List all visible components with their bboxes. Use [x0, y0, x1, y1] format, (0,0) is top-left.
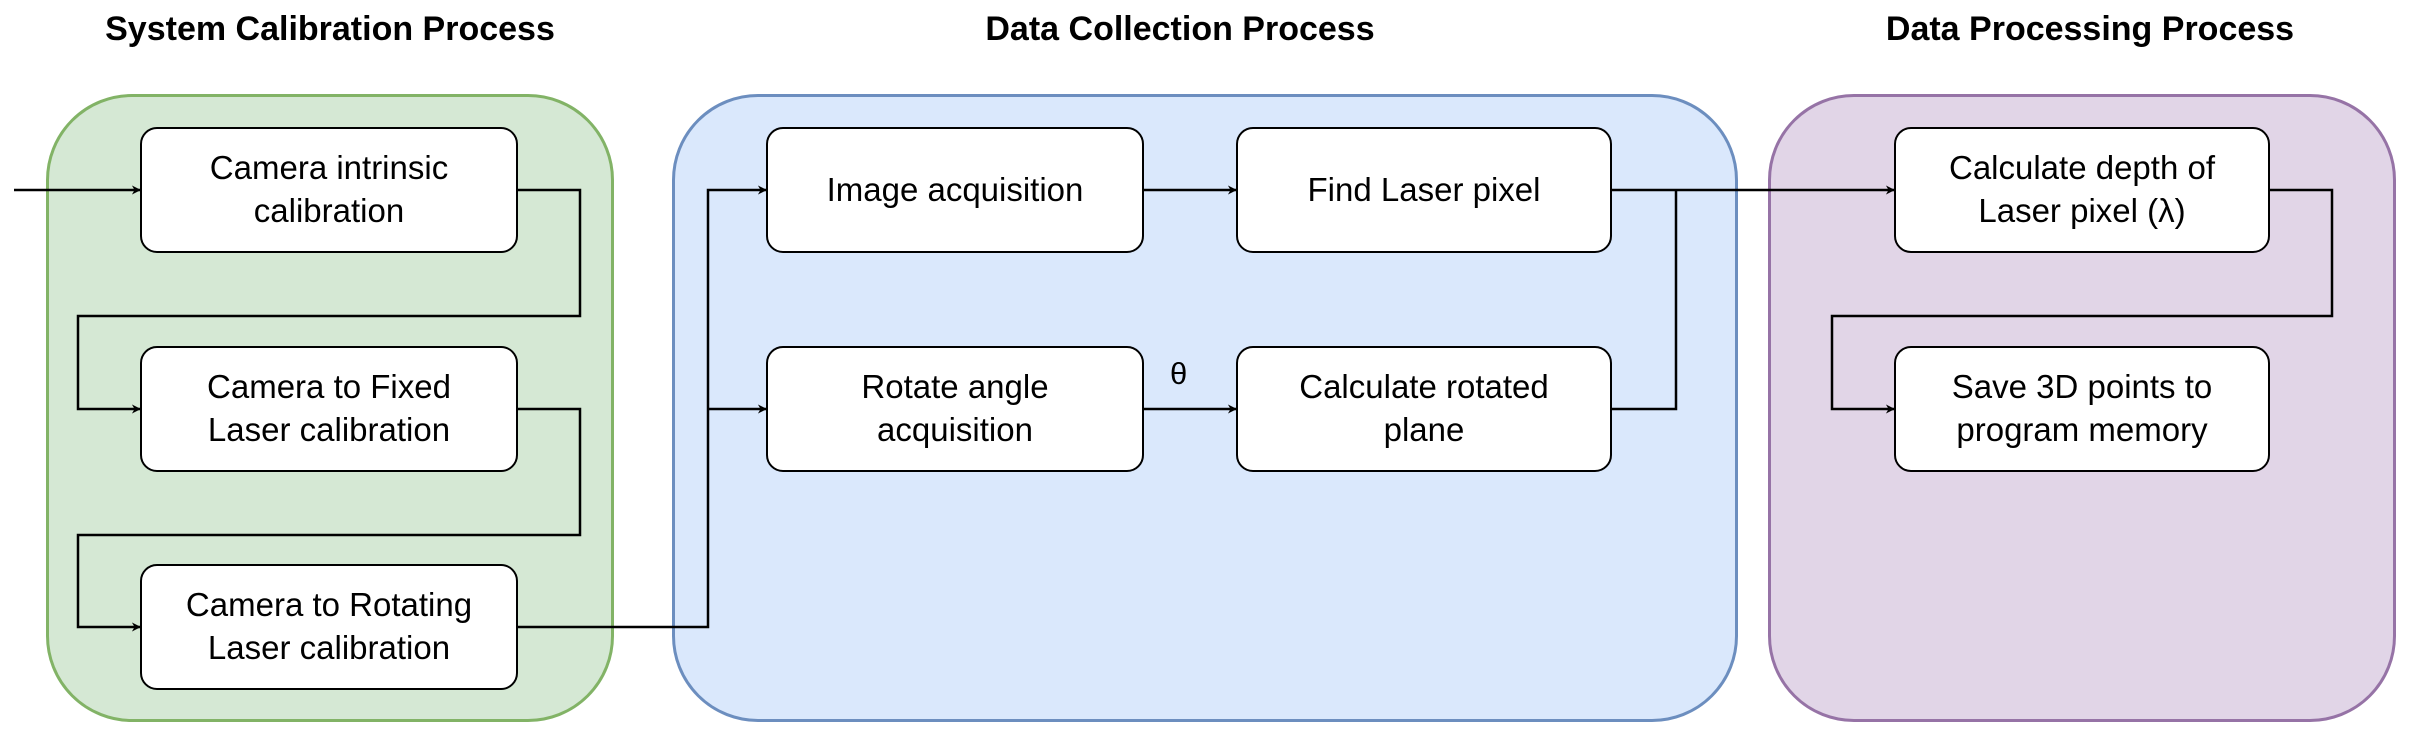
arrow-depth-to-save [1830, 188, 2334, 414]
arrow-fixed-to-rotating [76, 407, 582, 632]
processing-title: Data Processing Process [1885, 10, 2295, 48]
node-rotating-laser-calibration: Camera to Rotating Laser calibration [140, 564, 518, 690]
collection-title: Data Collection Process [985, 10, 1375, 48]
node-intrinsic-calibration: Camera intrinsic calibration [140, 127, 518, 253]
node-calculate-rotated-plane: Calculate rotated plane [1236, 346, 1612, 472]
node-save-3d-points: Save 3D points to program memory [1894, 346, 2270, 472]
theta-label: θ [1170, 356, 1188, 391]
arrow-intrinsic-to-fixed [76, 188, 582, 414]
node-fixed-laser-calibration: Camera to Fixed Laser calibration [140, 346, 518, 472]
node-calculate-depth: Calculate depth of Laser pixel (λ) [1894, 127, 2270, 253]
arrow-plane-join [1612, 190, 1678, 411]
node-find-laser-pixel: Find Laser pixel [1236, 127, 1612, 253]
node-image-acquisition: Image acquisition [766, 127, 1144, 253]
calibration-title: System Calibration Process [105, 10, 555, 48]
node-rotate-angle-acquisition: Rotate angle acquisition [766, 346, 1144, 472]
